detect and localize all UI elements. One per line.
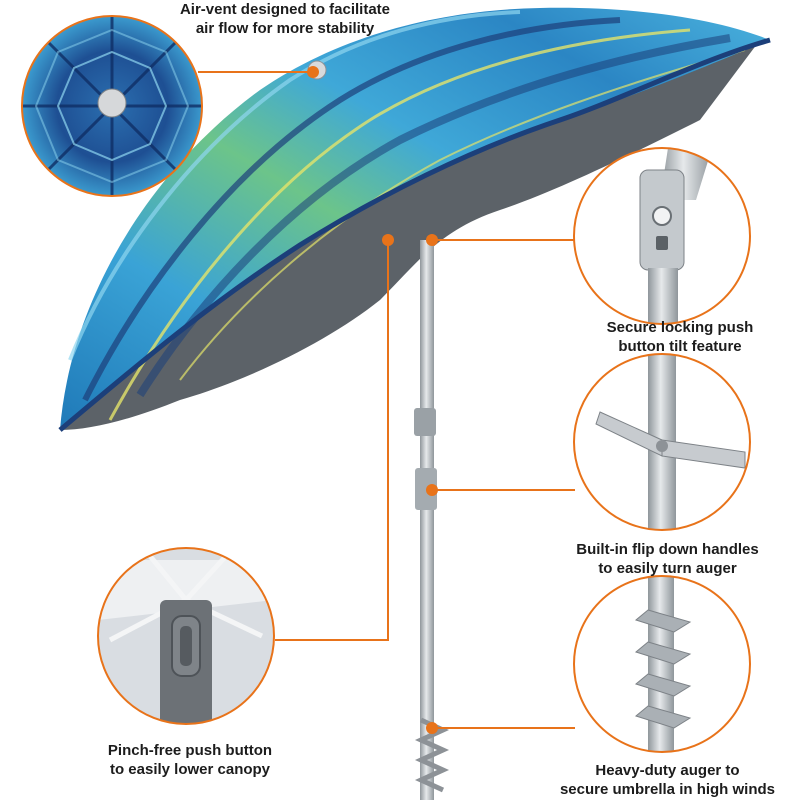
flip-handles-caption-line2: to easily turn auger xyxy=(598,560,737,577)
pinch-button-caption: Pinch-free push button to easily lower c… xyxy=(80,741,300,779)
umbrella-pole xyxy=(414,240,450,800)
auger-caption: Heavy-duty auger to secure umbrella in h… xyxy=(545,761,790,799)
air-vent-caption-line1: Air-vent designed to facilitate xyxy=(179,1,391,18)
flip-handles-detail-circle xyxy=(573,353,751,531)
callout-lines xyxy=(198,71,575,729)
tilt-lock-caption-line2: button tilt feature xyxy=(618,338,742,355)
vent-detail-circle xyxy=(21,15,203,197)
flip-handles-caption-line1: Built-in flip down handles xyxy=(576,541,759,558)
auger-caption-line2: secure umbrella in high winds xyxy=(559,781,776,798)
pinch-button-caption-line2: to easily lower canopy xyxy=(109,761,271,778)
auger-caption-line1: Heavy-duty auger to xyxy=(595,762,740,779)
umbrella-canopy xyxy=(58,7,771,432)
tilt-lock-caption: Secure locking push button tilt feature xyxy=(565,318,795,356)
pinch-button-caption-line1: Pinch-free push button xyxy=(107,742,273,759)
auger-detail-circle xyxy=(573,575,751,753)
callout-dots xyxy=(307,66,438,734)
tilt-lock-detail-circle xyxy=(573,147,751,325)
tilt-lock-caption-line1: Secure locking push xyxy=(606,319,754,336)
air-vent-caption-line2: air flow for more stability xyxy=(195,20,375,37)
air-vent-caption: Air-vent designed to facilitate air flow… xyxy=(150,0,420,38)
pinch-button-detail-circle xyxy=(97,547,275,725)
flip-handles-caption: Built-in flip down handles to easily tur… xyxy=(545,540,790,578)
